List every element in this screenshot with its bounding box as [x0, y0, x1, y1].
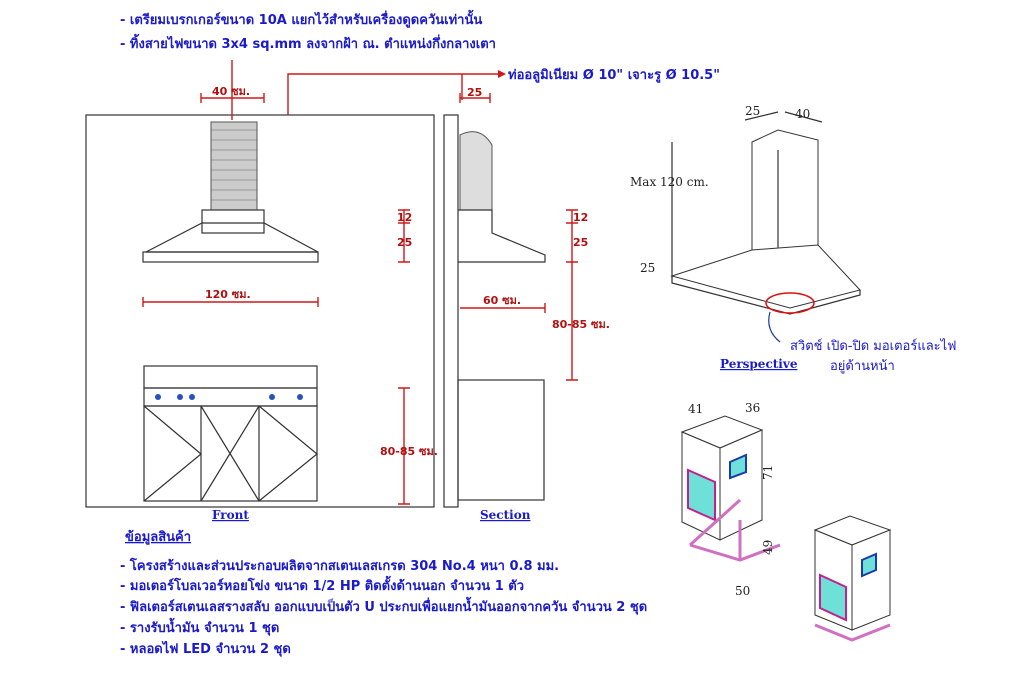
persp-dim-hood: 25 [640, 261, 655, 275]
motor-dim-50: 50 [735, 584, 750, 598]
front-chimney [201, 209, 265, 234]
motor-box-small [813, 515, 892, 642]
motor-dim-71: 71 [761, 465, 775, 480]
perspective-title: Perspective [720, 357, 798, 371]
product-info-item: - ฟิลเตอร์สเตนเลสรางสลับ ออกแบบเป็นตัว U… [120, 596, 647, 615]
product-info-title: ข้อมูลสินค้า [125, 529, 191, 545]
motor-dim-36: 36 [745, 401, 760, 415]
switch-highlight [765, 292, 815, 314]
duct-leader [287, 73, 498, 115]
product-info-item: - มอเตอร์โบลเวอร์หอยโข่ง ขนาด 1/2 HP ติด… [120, 575, 524, 594]
perspective-hood [670, 129, 861, 315]
persp-max: Max 120 cm. [630, 175, 709, 189]
dim-stove-height: 80-85 ซม. [380, 445, 438, 458]
front-title: Front [212, 508, 249, 522]
section-hood [458, 209, 546, 263]
product-info-item: - รางรับน้ำมัน จำนวน 1 ชุด [120, 617, 279, 636]
dim-front-hood: 120 ซม. [205, 288, 251, 301]
dim-section-top: 25 [467, 86, 482, 99]
front-stove [143, 365, 318, 502]
dim-sec-12: 12 [573, 211, 588, 224]
section-duct [459, 131, 493, 211]
section-stove [457, 379, 545, 501]
section-title: Section [480, 508, 531, 522]
dim-12: 12 [397, 211, 412, 224]
front-wall [85, 114, 435, 508]
dim-sec-depth: 60 ซม. [483, 294, 521, 307]
dim-front-top: 40 ซม. [212, 85, 250, 98]
dim-25: 25 [397, 236, 412, 249]
switch-note-1: สวิตช์ เปิด-ปิด มอเตอร์และไฟ [790, 338, 956, 354]
product-info-item: - โครงสร้างและส่วนประกอบผลิตจากสเตนเลสเก… [120, 557, 559, 574]
persp-dim-a: 25 [745, 104, 760, 118]
product-info-item: - หลอดไฟ LED จำนวน 2 ชุด [120, 640, 291, 657]
note-breaker: - เตรียมเบรกเกอร์ขนาด 10A แยกไว้สำหรับเค… [120, 9, 482, 28]
persp-dim-b: 40 [795, 107, 810, 121]
section-wall [443, 114, 459, 508]
dim-sec-height: 80-85 ซม. [552, 318, 610, 331]
dim-sec-25: 25 [573, 236, 588, 249]
note-wire: - ทิ้งสายไฟขนาด 3x4 sq.mm ลงจากฝ้า ณ. ตำ… [120, 33, 496, 52]
motor-dim-41: 41 [688, 402, 703, 416]
switch-note-2: อยู่ด้านหน้า [830, 359, 895, 374]
front-duct [210, 121, 258, 211]
motor-box-large [680, 415, 781, 562]
duct-note: ท่ออลูมิเนียม Ø 10" เจาะรู Ø 10.5" [508, 67, 720, 83]
front-hood-rim [142, 251, 319, 263]
motor-dim-49: 49 [761, 540, 775, 555]
front-hood [145, 222, 319, 253]
